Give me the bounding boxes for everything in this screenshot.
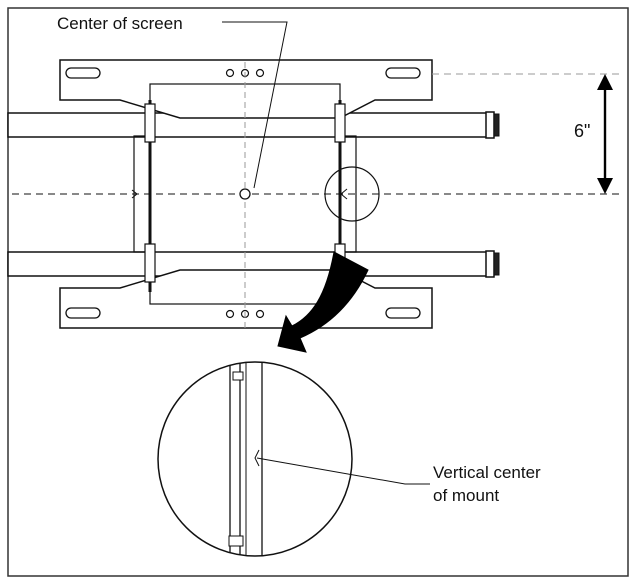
measurement-label: 6": [574, 121, 590, 141]
vertical-center-label-line2: of mount: [433, 486, 499, 505]
measurement-6in: 6": [574, 74, 613, 194]
screen-center-mark: [239, 188, 251, 200]
vertical-center-callout: Vertical center of mount: [256, 457, 541, 505]
left-vertical-bar: [144, 100, 156, 292]
detail-circle-small: [324, 166, 380, 222]
center-of-screen-callout: Center of screen: [57, 14, 288, 189]
center-of-screen-label: Center of screen: [57, 14, 183, 33]
diagram-frame: [7, 7, 629, 577]
magnified-detail: [157, 361, 353, 557]
arm-bottom: [7, 250, 500, 278]
vertical-center-label-line1: Vertical center: [433, 463, 541, 482]
mount-plate-bottom: [59, 269, 433, 329]
left-center-notch: [131, 189, 138, 199]
mount-plate-top: [59, 59, 433, 119]
detail-arrow: [277, 251, 369, 353]
right-center-notch: [340, 188, 348, 200]
